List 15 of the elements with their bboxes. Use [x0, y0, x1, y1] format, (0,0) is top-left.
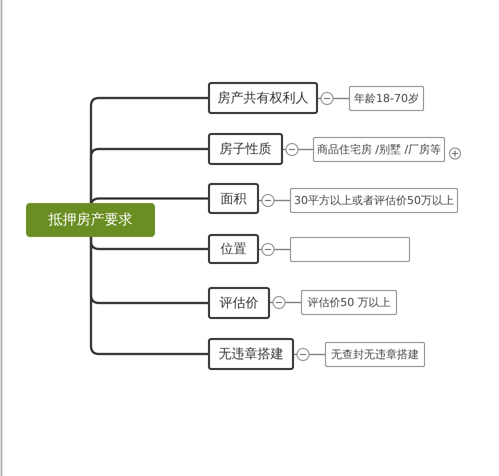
- branch-box: 面积: [208, 183, 259, 214]
- detail-box: 无查封无违章搭建: [325, 342, 425, 367]
- branch-box: 评估价: [208, 287, 270, 319]
- detail-box: 评估价50 万以上: [301, 290, 397, 315]
- topic-box: 抵押房产要求: [26, 203, 155, 237]
- branch-box: 位置: [208, 234, 259, 264]
- detail-box: 年龄18-70岁: [349, 86, 424, 111]
- branch-box: 无违章搭建: [208, 338, 294, 370]
- connector-line: [90, 148, 208, 203]
- empty-box: [290, 237, 410, 262]
- detail-box: 商品住宅房 /别墅 /厂房等: [313, 137, 445, 162]
- connector-line: [90, 237, 208, 356]
- branch-box: 房产共有权利人: [208, 82, 318, 114]
- detail-box: 30平方以上或者评估价50万以上: [290, 188, 458, 213]
- branch-box: 房子性质: [208, 133, 283, 165]
